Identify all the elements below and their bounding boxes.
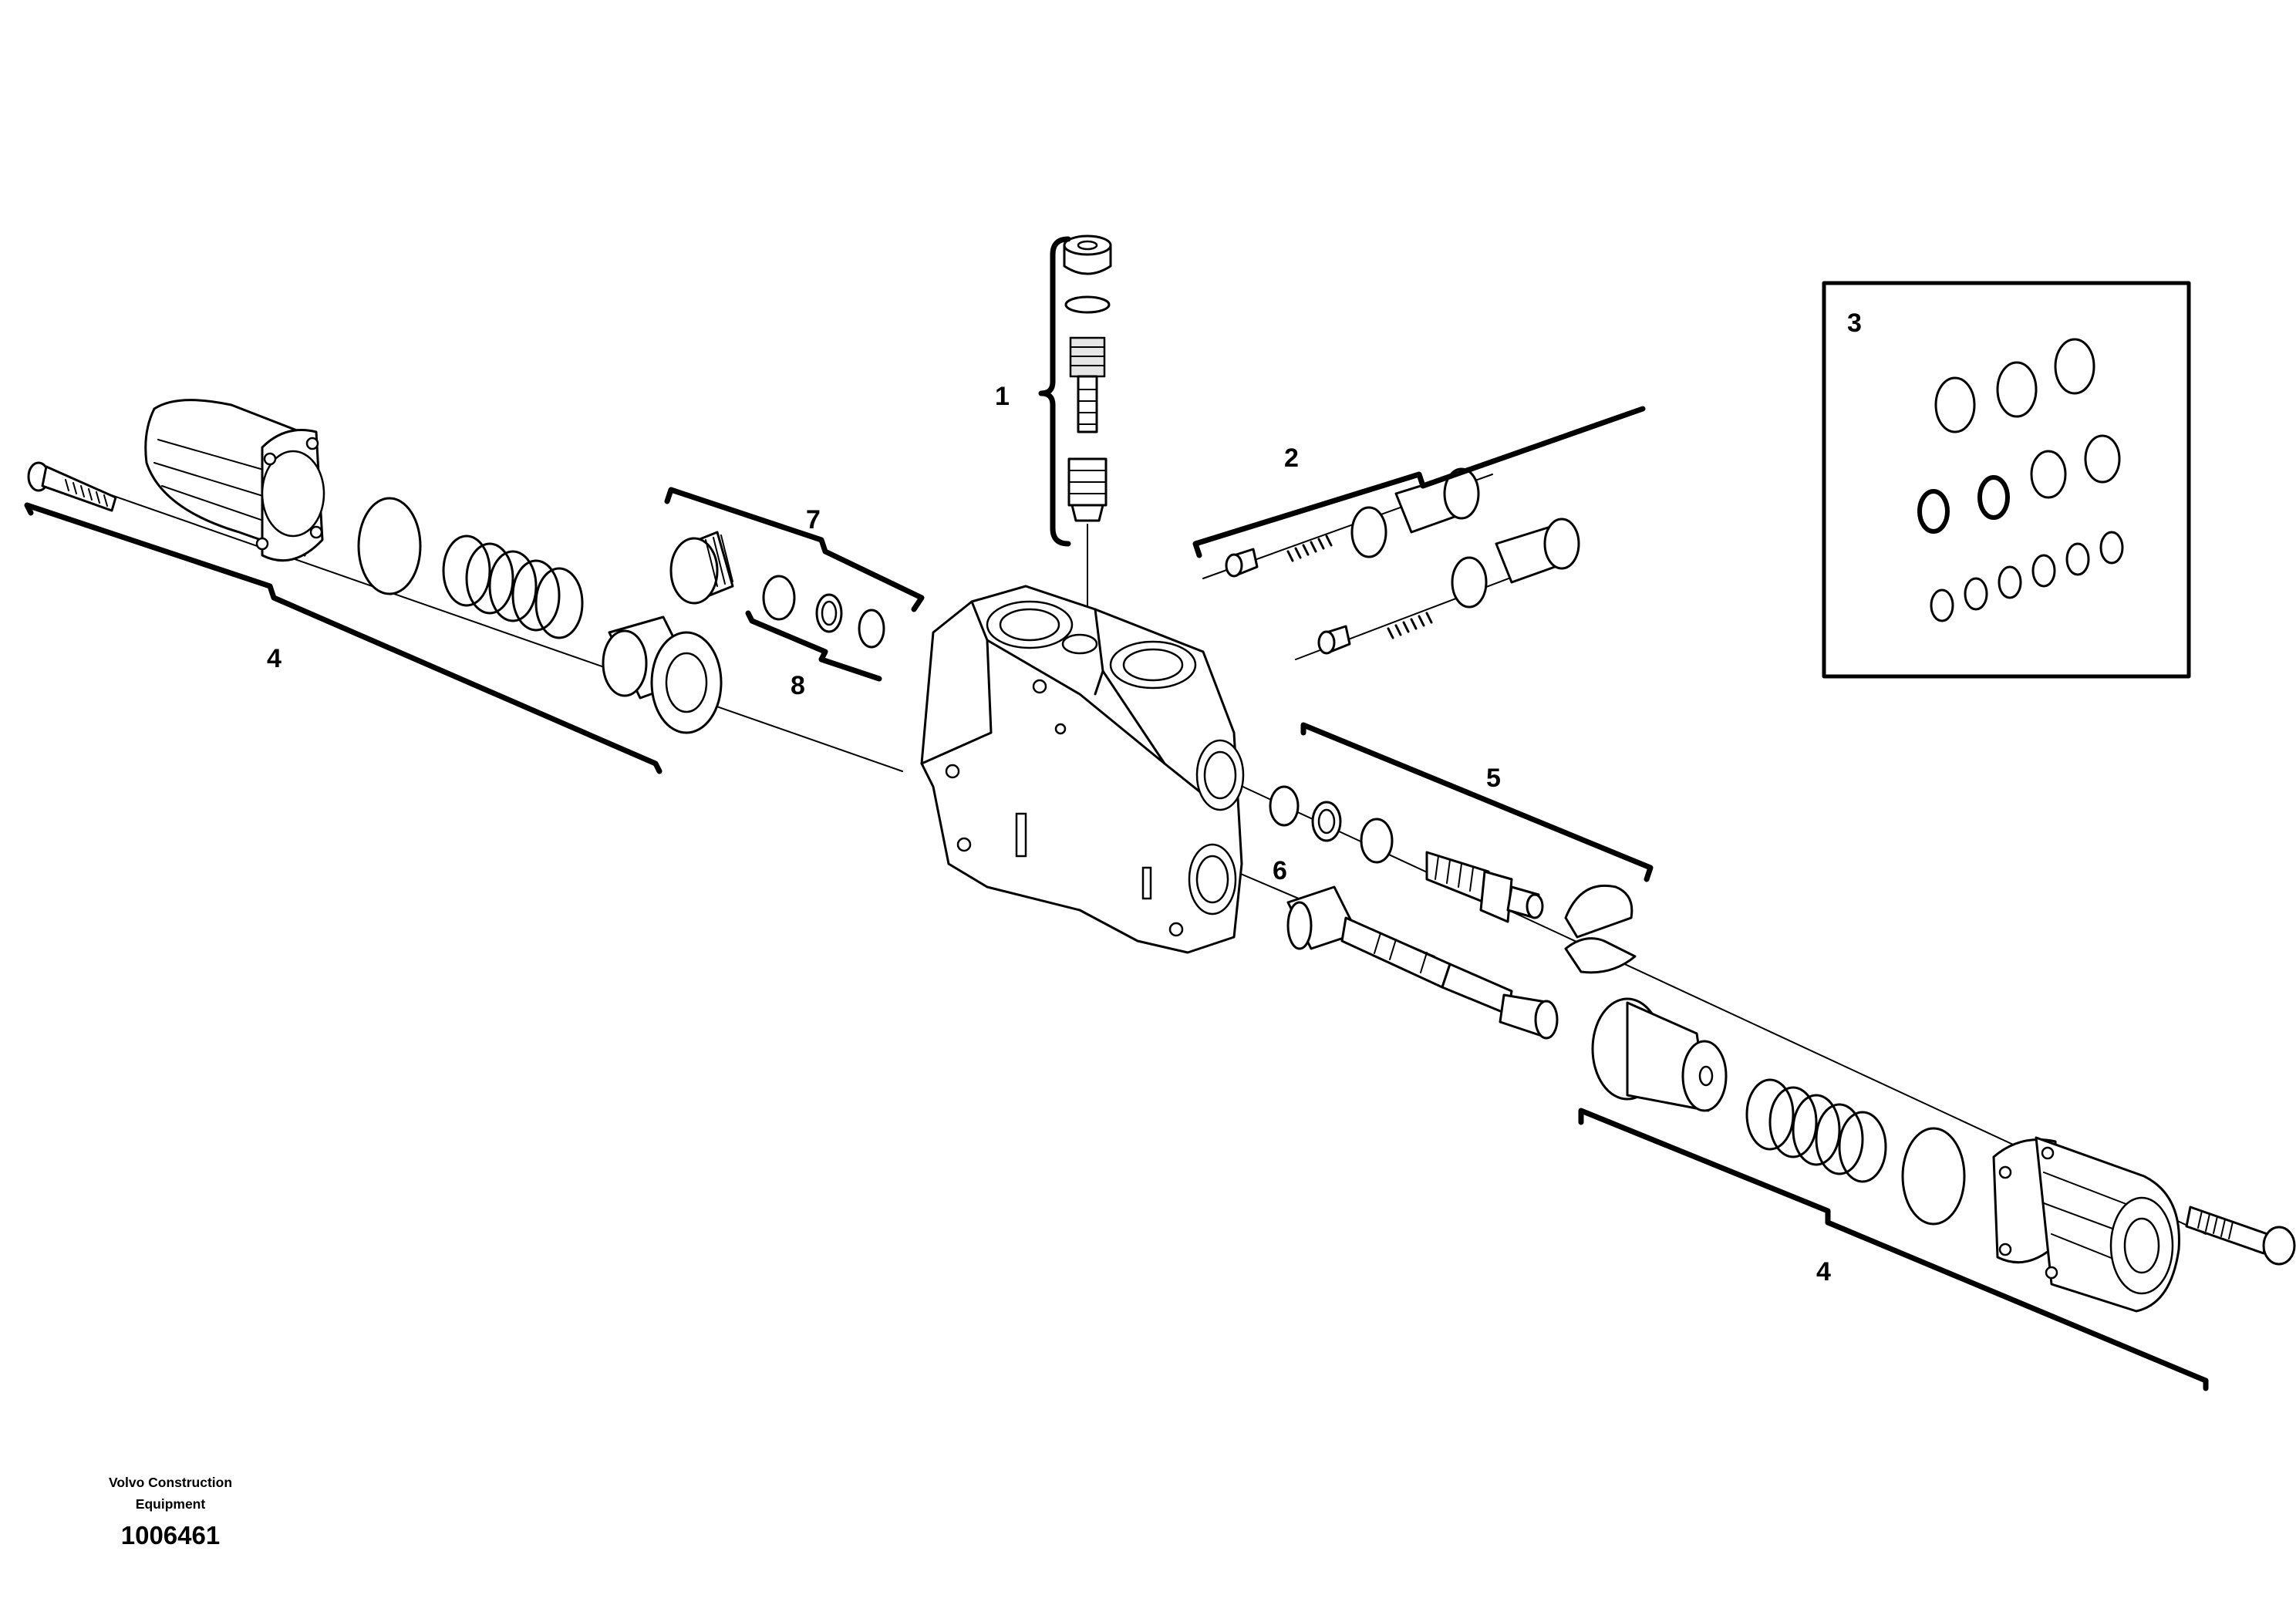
callout-4-left: 4 xyxy=(267,644,282,673)
credit-line-2: Equipment xyxy=(136,1496,206,1512)
callout-8: 8 xyxy=(791,671,805,700)
relief-valve-assembly-5 xyxy=(1269,785,1637,974)
left-end-cap-assembly xyxy=(27,399,723,734)
callout-4-right: 4 xyxy=(1816,1257,1831,1286)
bracket-1 xyxy=(1038,236,1071,547)
right-spring xyxy=(1745,1078,1887,1183)
callout-labels: 1 2 3 4 4 5 6 7 8 xyxy=(267,309,1862,1286)
bracket-8 xyxy=(745,610,882,682)
spool-6 xyxy=(1286,885,1559,1040)
left-end-cap-housing xyxy=(144,399,325,562)
plug-assembly-2 xyxy=(1225,467,1580,655)
valve-body xyxy=(920,585,1245,954)
right-end-cap-housing xyxy=(1992,1136,2180,1313)
callout-3: 3 xyxy=(1847,309,1862,338)
right-bolt xyxy=(2185,1206,2296,1266)
bracket-7 xyxy=(664,487,925,612)
pilot-assembly-1 xyxy=(1063,234,1112,522)
bracket-2 xyxy=(1192,406,1646,558)
left-o-ring xyxy=(357,497,422,595)
bracket-4-right xyxy=(1578,1108,2209,1391)
brackets xyxy=(24,236,2209,1391)
plug-assembly-7-8 xyxy=(669,531,885,649)
callout-1: 1 xyxy=(995,382,1010,411)
right-end-cap-assembly xyxy=(1591,997,2296,1313)
left-spring xyxy=(442,534,584,639)
callout-6: 6 xyxy=(1273,856,1287,885)
left-bolt xyxy=(27,461,117,512)
left-spring-seat xyxy=(602,615,723,734)
right-spring-seat xyxy=(1591,997,1728,1112)
credit-line-1: Volvo Construction xyxy=(109,1475,232,1490)
footer-credit: Volvo Construction Equipment 1006461 xyxy=(109,1475,232,1549)
bracket-5 xyxy=(1300,722,1654,882)
bracket-4-left xyxy=(24,502,663,774)
callout-2: 2 xyxy=(1284,443,1299,473)
callout-7: 7 xyxy=(806,505,821,534)
right-o-ring xyxy=(1901,1127,1966,1226)
callout-5: 5 xyxy=(1486,764,1501,793)
seal-kit-box-3 xyxy=(1822,281,2191,679)
drawing-number: 1006461 xyxy=(121,1521,220,1549)
